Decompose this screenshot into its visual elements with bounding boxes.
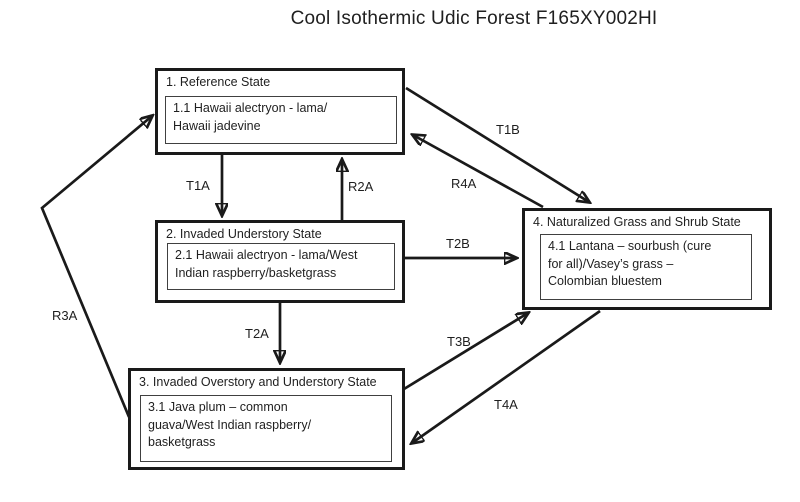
transition-arrow-T1B <box>405 86 589 202</box>
community-phase-box: 4.1 Lantana – sourbush (cure for all)/Va… <box>540 234 752 300</box>
community-phase-box: 2.1 Hawaii alectryon - lama/West Indian … <box>167 243 395 290</box>
transition-label-t4a: T4A <box>494 397 518 412</box>
transition-label-t1b: T1B <box>496 122 520 137</box>
community-phase-box: 3.1 Java plum – common guava/West Indian… <box>140 395 392 462</box>
community-phase-box: 1.1 Hawaii alectryon - lama/ Hawaii jade… <box>165 96 397 144</box>
transition-label-r3a: R3A <box>52 308 78 323</box>
transition-arrow-T3B <box>403 313 528 391</box>
transition-label-r2a: R2A <box>348 179 374 194</box>
transition-label-t2b: T2B <box>446 236 470 251</box>
transition-arrow-R3A <box>40 116 152 418</box>
transition-label-r4a: R4A <box>451 176 477 191</box>
transition-label-t1a: T1A <box>186 178 210 193</box>
transition-arrow-R4A <box>413 135 544 209</box>
state-box-invaded-understory: 2. Invaded Understory State 2.1 Hawaii a… <box>155 220 405 303</box>
diagram-title: Cool Isothermic Udic Forest F165XY002HI <box>290 8 658 29</box>
transition-arrow-T4A <box>412 309 601 443</box>
state-box-naturalized-grass-shrub: 4. Naturalized Grass and Shrub State 4.1… <box>522 208 772 310</box>
state-box-invaded-overstory-understory: 3. Invaded Overstory and Understory Stat… <box>128 368 405 470</box>
transition-label-t2a: T2A <box>245 326 269 341</box>
state-title: 1. Reference State <box>166 75 271 89</box>
transition-label-t3b: T3B <box>447 334 471 349</box>
state-box-reference: 1. Reference State 1.1 Hawaii alectryon … <box>155 68 405 155</box>
state-title: 3. Invaded Overstory and Understory Stat… <box>139 375 377 389</box>
state-title: 2. Invaded Understory State <box>166 227 322 241</box>
state-title: 4. Naturalized Grass and Shrub State <box>533 215 741 229</box>
